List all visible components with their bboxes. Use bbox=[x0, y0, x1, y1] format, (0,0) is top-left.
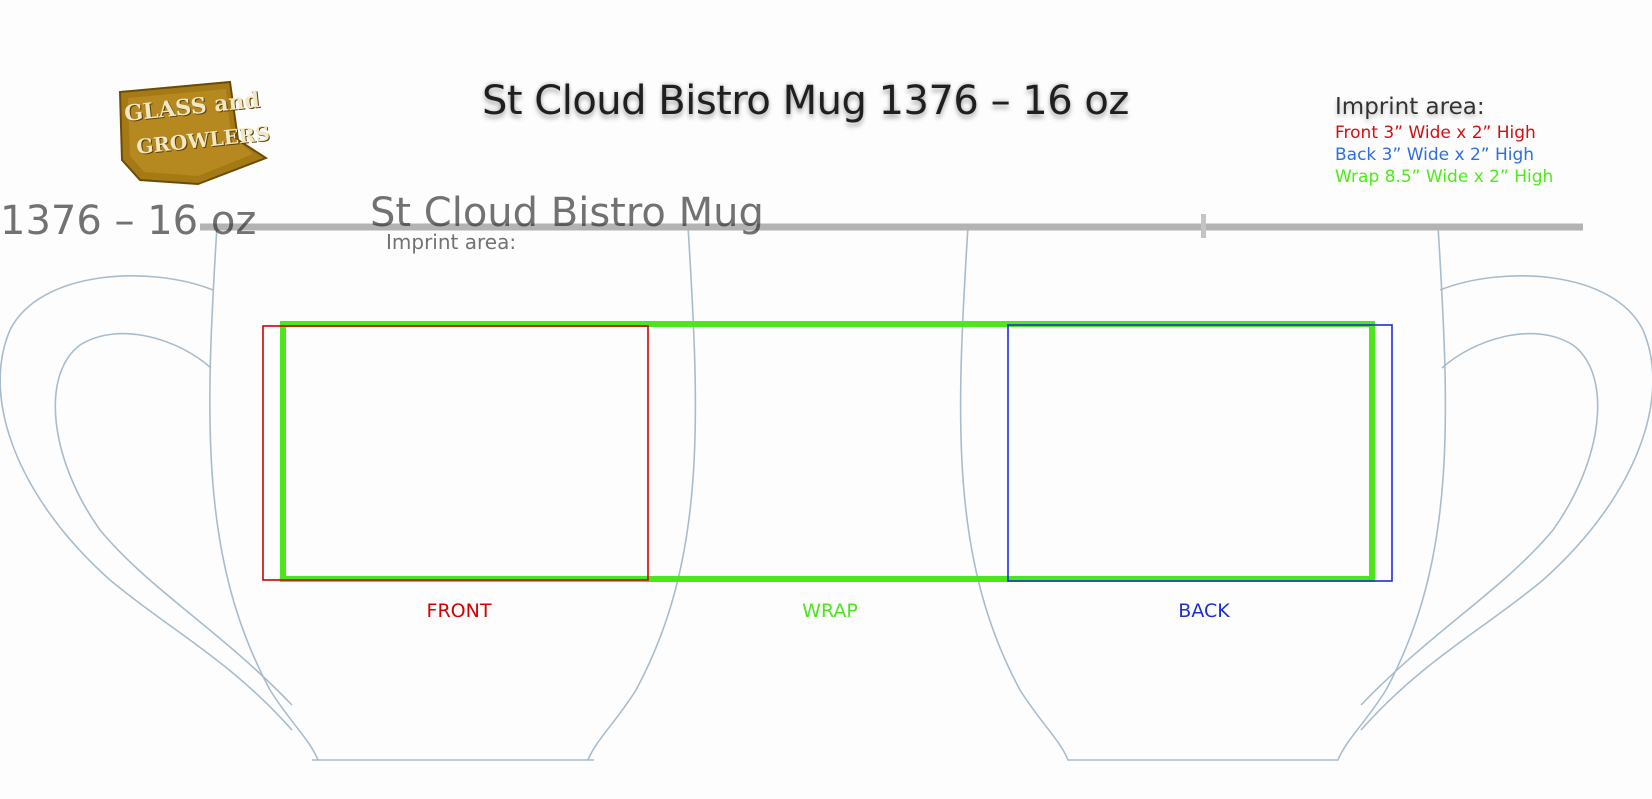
right-mug-body bbox=[959, 225, 1447, 761]
back-imprint-zone bbox=[1007, 324, 1393, 582]
back-zone-label: BACK bbox=[1178, 600, 1230, 622]
wrap-imprint-zone bbox=[280, 321, 1375, 582]
imprint-back-spec: Back 3” Wide x 2” High bbox=[1335, 145, 1535, 165]
right-mug-handle-outer bbox=[1360, 275, 1652, 731]
imprint-wrap-spec: Wrap 8.5” Wide x 2” High bbox=[1335, 167, 1554, 187]
left-mug-handle-inner bbox=[54, 332, 293, 706]
front-imprint-zone bbox=[262, 325, 649, 581]
page-title: St Cloud Bistro Mug 1376 – 16 oz bbox=[482, 78, 1129, 124]
right-mug-handle-inner bbox=[1360, 332, 1599, 706]
imprint-area-legend: Imprint area: Front 3” Wide x 2” High Ba… bbox=[1335, 96, 1553, 188]
left-mug-body bbox=[209, 225, 697, 761]
wrap-zone-label: WRAP bbox=[802, 600, 858, 622]
front-zone-label: FRONT bbox=[426, 600, 492, 622]
divider-tick bbox=[1201, 214, 1206, 238]
imprint-area-heading: Imprint area: bbox=[1335, 94, 1485, 120]
imprint-front-spec: Front 3” Wide x 2” High bbox=[1335, 123, 1536, 143]
glass-and-growlers-logo bbox=[118, 80, 268, 186]
left-mug-handle-outer bbox=[0, 275, 293, 731]
